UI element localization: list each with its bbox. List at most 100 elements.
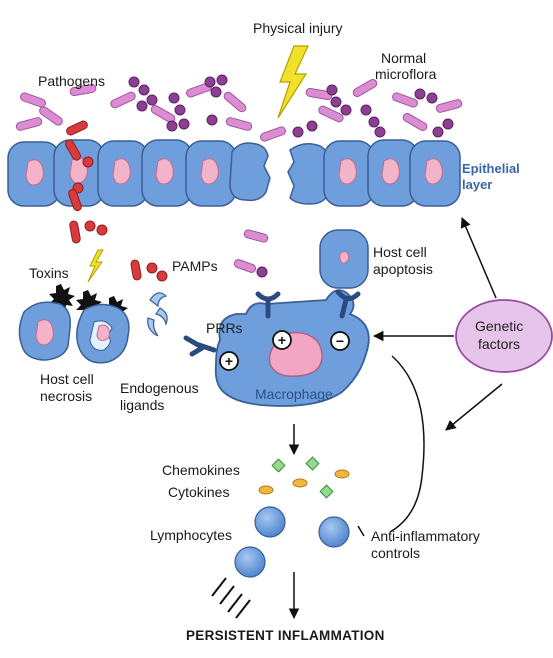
- epithelial-cell: [141, 139, 193, 207]
- epithelial-cell: [7, 141, 61, 207]
- genetic-factors-label-line1: Genetic: [475, 318, 524, 334]
- plus-sign-icon: [272, 330, 292, 350]
- pamp-rod: [243, 229, 269, 243]
- chemokine-diamond: [305, 456, 320, 471]
- prrs-label: PRRs: [206, 320, 243, 336]
- toxin-lightning-icon: [87, 249, 104, 283]
- microflora-coccus: [414, 88, 426, 100]
- toxin-star: [49, 284, 75, 312]
- endogenous-ligands-label-line2: ligands: [120, 397, 165, 413]
- microflora-coccus: [138, 84, 150, 96]
- epithelial-cell: [367, 139, 419, 207]
- microflora-coccus: [166, 120, 178, 132]
- microflora-coccus: [206, 114, 218, 126]
- host-cell-necrosis-label-line1: Host cell: [40, 371, 94, 387]
- prr-receptors: [183, 289, 361, 357]
- lymphocytes: [234, 506, 350, 578]
- microflora-coccus: [340, 104, 352, 116]
- lymphocyte: [234, 546, 266, 578]
- ligand-fragment: [147, 317, 159, 337]
- endogenous-ligands-label-line1: Endogenous: [120, 380, 199, 396]
- microflora-coccus: [216, 74, 228, 86]
- genetic-factors-label-line2: factors: [478, 336, 521, 352]
- microflora-coccus: [136, 100, 148, 112]
- red-bacterium: [65, 139, 81, 161]
- microflora-coccus: [292, 126, 304, 138]
- microflora-coccus: [204, 76, 216, 88]
- macrophage-label: Macrophage: [255, 386, 333, 402]
- pamp-rod: [233, 259, 257, 273]
- pamps-particles: [233, 229, 269, 273]
- microflora-coccus: [326, 84, 338, 96]
- necrotic-cell: [18, 301, 72, 361]
- microflora-coccus: [174, 104, 186, 116]
- cytokine-ellipse: [334, 469, 350, 479]
- microflora-coccus: [146, 94, 158, 106]
- red-bacterium: [130, 259, 142, 281]
- prr-receptor: [255, 291, 281, 319]
- epithelial-layer: [7, 139, 461, 207]
- lymphocytes-label: Lymphocytes: [150, 527, 232, 543]
- pathogen-rod: [435, 99, 463, 113]
- chemokines: [271, 456, 334, 499]
- red-bacterium: [66, 120, 88, 136]
- red-bacterium: [84, 220, 96, 232]
- inhibition-curve: [389, 355, 425, 533]
- pathogen-rod: [402, 113, 428, 131]
- minus-sign-icon: [330, 331, 350, 351]
- microflora-coccus: [256, 266, 268, 278]
- red-bacterium: [69, 220, 81, 244]
- normal-microflora-label-line1: Normal: [381, 50, 427, 66]
- anti-inflammatory-label-line1: Anti-inflammatory: [371, 528, 480, 544]
- plus-sign-glyph: +: [225, 353, 233, 369]
- plus-sign-glyph: +: [278, 332, 286, 348]
- microflora-coccus: [374, 126, 386, 138]
- red-bacteria: [65, 120, 168, 282]
- cytokines-label: Cytokines: [168, 484, 230, 500]
- host-cell-apoptosis-label-line2: apoptosis: [373, 261, 433, 277]
- minus-sign-glyph: −: [336, 333, 344, 349]
- epithelial-cell: [323, 140, 375, 207]
- pathogen-rod: [15, 117, 43, 131]
- pathogen-rod: [352, 79, 378, 97]
- pathogen-rod: [20, 92, 46, 108]
- plus-sign-icon: [219, 351, 239, 371]
- epithelial-cell: [409, 140, 461, 207]
- pathogen-rod: [150, 105, 176, 123]
- normal-microflora: [128, 74, 454, 278]
- chemokine-diamond: [319, 484, 334, 499]
- ligand-fragment: [155, 307, 168, 326]
- pathogen-rod: [318, 105, 344, 123]
- damaged-epithelial-cell: [229, 142, 271, 202]
- prr-receptor: [335, 289, 361, 319]
- red-bacterium: [68, 188, 82, 212]
- epithelial-cell: [185, 140, 237, 207]
- pathogen-rod: [223, 91, 247, 113]
- pathogen-rod: [69, 83, 97, 97]
- microflora-coccus: [330, 96, 342, 108]
- epithelial-layer-label-line1: Epithelial: [462, 161, 520, 176]
- microflora-coccus: [368, 116, 380, 128]
- chemokine-diamond: [271, 458, 286, 473]
- chemokines-label: Chemokines: [162, 462, 240, 478]
- microflora-coccus: [360, 104, 372, 116]
- lightning-icon: [277, 45, 309, 119]
- arrow-genetic-to-anti-inflammatory: [445, 383, 503, 431]
- host-cell-apoptosis-label-line1: Host cell: [373, 244, 427, 260]
- cytokine-ellipse: [292, 478, 308, 488]
- anti-inflammatory-label-line2: controls: [371, 545, 421, 561]
- necrotic-cell: [76, 303, 130, 364]
- red-bacterium: [96, 224, 108, 236]
- epithelial-cell: [53, 139, 105, 207]
- microflora-coccus: [432, 126, 444, 138]
- prr-receptor: [183, 335, 217, 357]
- pathogens: [15, 79, 463, 142]
- pathogen-rod: [392, 92, 418, 108]
- microflora-coccus: [426, 92, 438, 104]
- epithelial-cell: [97, 140, 149, 207]
- host-cell-necrosis-label-line2: necrosis: [40, 388, 93, 404]
- microflora-coccus: [168, 92, 180, 104]
- red-bacterium: [146, 262, 158, 274]
